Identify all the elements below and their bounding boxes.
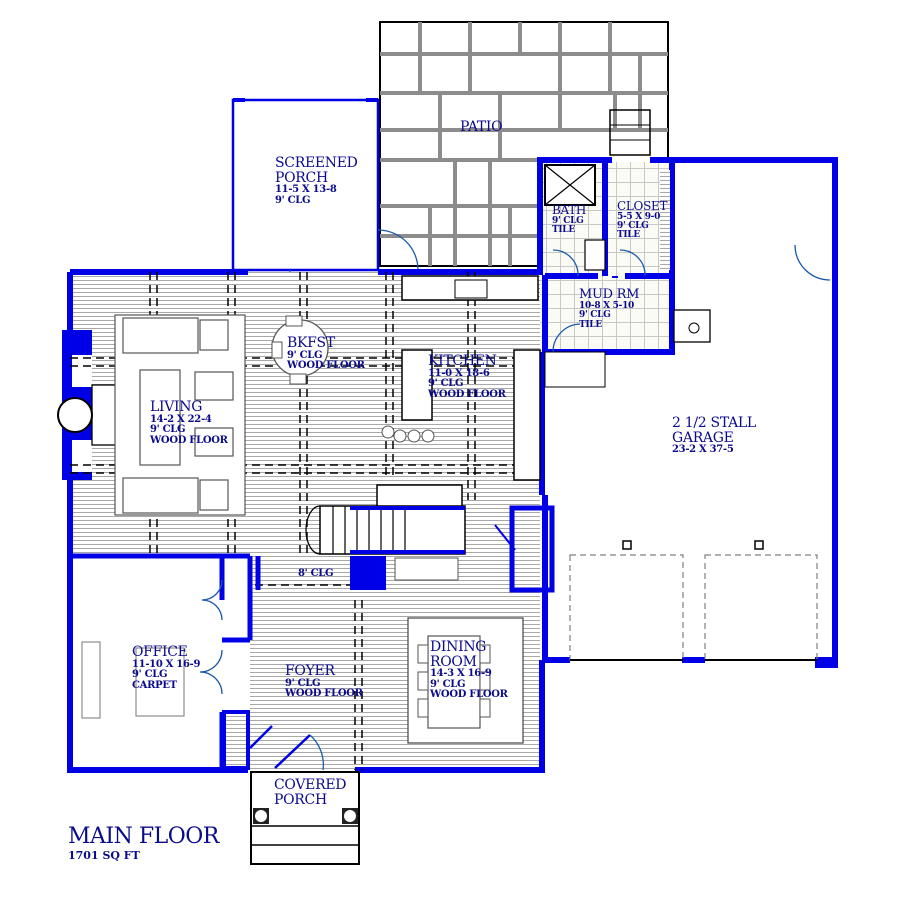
room-label-mud-rm: MUD RM 10-8 X 5-10 9' CLG TILE bbox=[579, 288, 639, 330]
mud-rm-name: MUD RM bbox=[579, 287, 640, 302]
bkfst-ceiling: 9' CLG bbox=[287, 349, 323, 361]
room-label-covered-porch: COVERED PORCH bbox=[274, 778, 346, 807]
staircase bbox=[305, 505, 466, 590]
room-label-dining: DINING ROOM 14-3 X 16-9 9' CLG WOOD FLOO… bbox=[430, 640, 508, 701]
plan-title-block: MAIN FLOOR 1701 SQ FT bbox=[68, 824, 219, 862]
room-label-kitchen: KITCHEN 11-0 X 18-6 9' CLG WOOD FLOOR bbox=[428, 354, 506, 400]
bath-name: BATH bbox=[552, 203, 587, 217]
dining-name-1: DINING bbox=[430, 639, 487, 655]
closet-shelving bbox=[660, 170, 670, 270]
covered-porch-name-1: COVERED bbox=[274, 777, 347, 793]
mud-rm-size: 10-8 X 5-10 bbox=[579, 300, 634, 311]
dining-size: 14-3 X 16-9 bbox=[430, 668, 492, 680]
room-label-foyer: FOYER 9' CLG WOOD FLOOR bbox=[285, 664, 363, 700]
fireplace bbox=[57, 330, 118, 480]
living-furniture bbox=[114, 314, 246, 516]
room-label-bkfst: BKFST 9' CLG WOOD FLOOR bbox=[287, 336, 365, 372]
room-label-bath: BATH 9' CLG TILE bbox=[552, 204, 586, 235]
bkfst-floor: WOOD FLOOR bbox=[287, 360, 365, 372]
screened-porch-name-1: SCREENED bbox=[275, 155, 358, 171]
patio-name: PATIO bbox=[460, 119, 503, 135]
garage-name-2: GARAGE bbox=[672, 429, 734, 446]
closet-size: 5-5 X 9-0 bbox=[617, 211, 661, 222]
office-size: 11-10 X 16-9 bbox=[132, 658, 201, 670]
kitchen-name: KITCHEN bbox=[428, 353, 497, 369]
dining-floor: WOOD FLOOR bbox=[430, 689, 508, 701]
office-ceiling: 9' CLG bbox=[132, 669, 168, 681]
bath-sink bbox=[584, 239, 606, 271]
mud-steps bbox=[544, 351, 606, 388]
room-label-hall: 8' CLG bbox=[298, 568, 334, 580]
bath-ceiling: 9' CLG bbox=[552, 215, 584, 226]
mud-rm-ceiling: 9' CLG bbox=[579, 310, 611, 321]
hall-closet bbox=[494, 505, 555, 593]
patio bbox=[379, 21, 669, 267]
plan-title: MAIN FLOOR bbox=[68, 824, 219, 849]
mud-rm-floor: TILE bbox=[579, 319, 602, 330]
dining-ceiling: 9' CLG bbox=[430, 678, 466, 690]
screened-porch-ceiling: 9' CLG bbox=[275, 194, 311, 206]
garage-name-1: 2 1/2 STALL bbox=[672, 415, 756, 431]
kitchen-ceiling: 9' CLG bbox=[428, 378, 464, 390]
covered-porch bbox=[250, 771, 360, 865]
screened-porch-name-2: PORCH bbox=[275, 169, 328, 186]
office-bookcase bbox=[81, 641, 101, 719]
closet-ceiling: 9' CLG bbox=[617, 221, 649, 232]
dining-table bbox=[407, 617, 524, 744]
living-size: 14-2 X 22-4 bbox=[150, 413, 212, 425]
garage bbox=[545, 157, 838, 668]
foyer-name: FOYER bbox=[285, 663, 335, 679]
closet-floor: TILE bbox=[617, 230, 640, 241]
dining-name-2: ROOM bbox=[430, 653, 477, 670]
kitchen-floor: WOOD FLOOR bbox=[428, 388, 506, 400]
kitchen-size: 11-0 X 18-6 bbox=[428, 367, 490, 379]
plan-area: 1701 SQ FT bbox=[68, 849, 140, 862]
screened-porch bbox=[231, 98, 419, 309]
room-label-garage: 2 1/2 STALL GARAGE 23-2 X 37-5 bbox=[672, 416, 756, 456]
closet-name: CLOSET bbox=[617, 199, 668, 213]
service-doors bbox=[552, 249, 646, 353]
foyer-floor: WOOD FLOOR bbox=[285, 688, 363, 700]
bath-floor: TILE bbox=[552, 225, 575, 236]
covered-porch-name-2: PORCH bbox=[274, 791, 327, 808]
room-label-screened-porch: SCREENED PORCH 11-5 X 13-8 9' CLG bbox=[275, 156, 358, 206]
office-doors bbox=[199, 579, 223, 695]
shower bbox=[544, 164, 596, 206]
bkfst-name: BKFST bbox=[287, 335, 335, 351]
screened-porch-size: 11-5 X 13-8 bbox=[275, 184, 337, 196]
breakfast-table bbox=[271, 315, 329, 385]
kitchen-cabinets bbox=[376, 275, 541, 511]
office-floor: CARPET bbox=[132, 679, 177, 691]
bar-stools bbox=[381, 425, 435, 443]
office-name: OFFICE bbox=[132, 644, 188, 660]
room-label-living: LIVING 14-2 X 22-4 9' CLG WOOD FLOOR bbox=[150, 400, 228, 446]
office-desk bbox=[135, 647, 185, 717]
foyer-ceiling: 9' CLG bbox=[285, 677, 321, 689]
room-label-office: OFFICE 11-10 X 16-9 9' CLG CARPET bbox=[132, 645, 200, 691]
living-name: LIVING bbox=[150, 399, 203, 415]
hall-ceiling: 8' CLG bbox=[298, 568, 334, 579]
garage-size: 23-2 X 37-5 bbox=[672, 444, 734, 456]
foyer-closet bbox=[222, 710, 324, 771]
room-label-closet: CLOSET 5-5 X 9-0 9' CLG TILE bbox=[617, 200, 667, 241]
living-ceiling: 9' CLG bbox=[150, 424, 186, 436]
room-label-patio: PATIO bbox=[460, 119, 503, 135]
living-floor: WOOD FLOOR bbox=[150, 434, 228, 446]
